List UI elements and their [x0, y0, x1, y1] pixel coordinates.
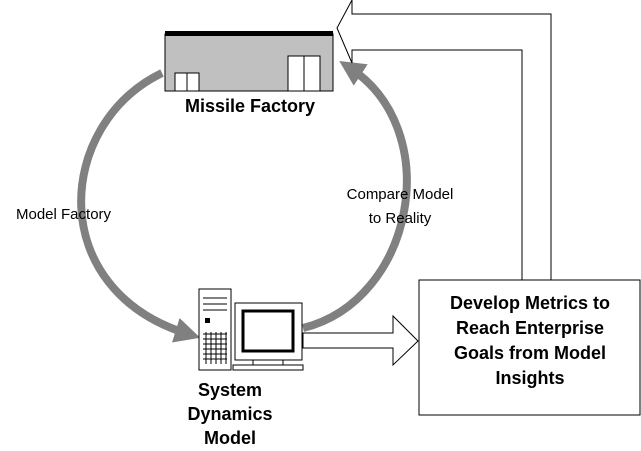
metrics-box — [418, 279, 641, 416]
missile-factory-label: Missile Factory — [184, 96, 316, 116]
metrics-label-line-4: Insights — [495, 368, 565, 388]
compare-model-line-2: to Reality — [368, 210, 432, 227]
metrics-label-line-2: Reach Enterprise — [455, 318, 605, 338]
metrics-label-line-3: Goals from Model — [453, 343, 606, 363]
model-label-line-1: System — [197, 380, 263, 400]
system-dynamics-model-label: System Dynamics Model — [170, 378, 290, 450]
computer-icon — [198, 288, 304, 371]
model-label-line-3: Model — [204, 428, 256, 448]
metrics-to-factory-feedback-arrow — [336, 0, 552, 281]
model-factory-label: Model Factory — [16, 206, 112, 223]
model-label-line-2: Dynamics — [187, 404, 273, 424]
compare-reality-cycle-arrow — [302, 60, 411, 332]
compare-model-label: Compare Model to Reality — [330, 183, 470, 231]
metrics-label-line-1: Develop Metrics to — [449, 293, 611, 313]
metrics-label: Develop Metrics to Reach Enterprise Goal… — [420, 291, 640, 391]
compare-model-line-1: Compare Model — [346, 186, 454, 203]
model-factory-cycle-arrow — [77, 69, 201, 343]
missile-factory-icon — [164, 31, 334, 92]
model-to-metrics-hollow-arrow — [302, 314, 419, 367]
